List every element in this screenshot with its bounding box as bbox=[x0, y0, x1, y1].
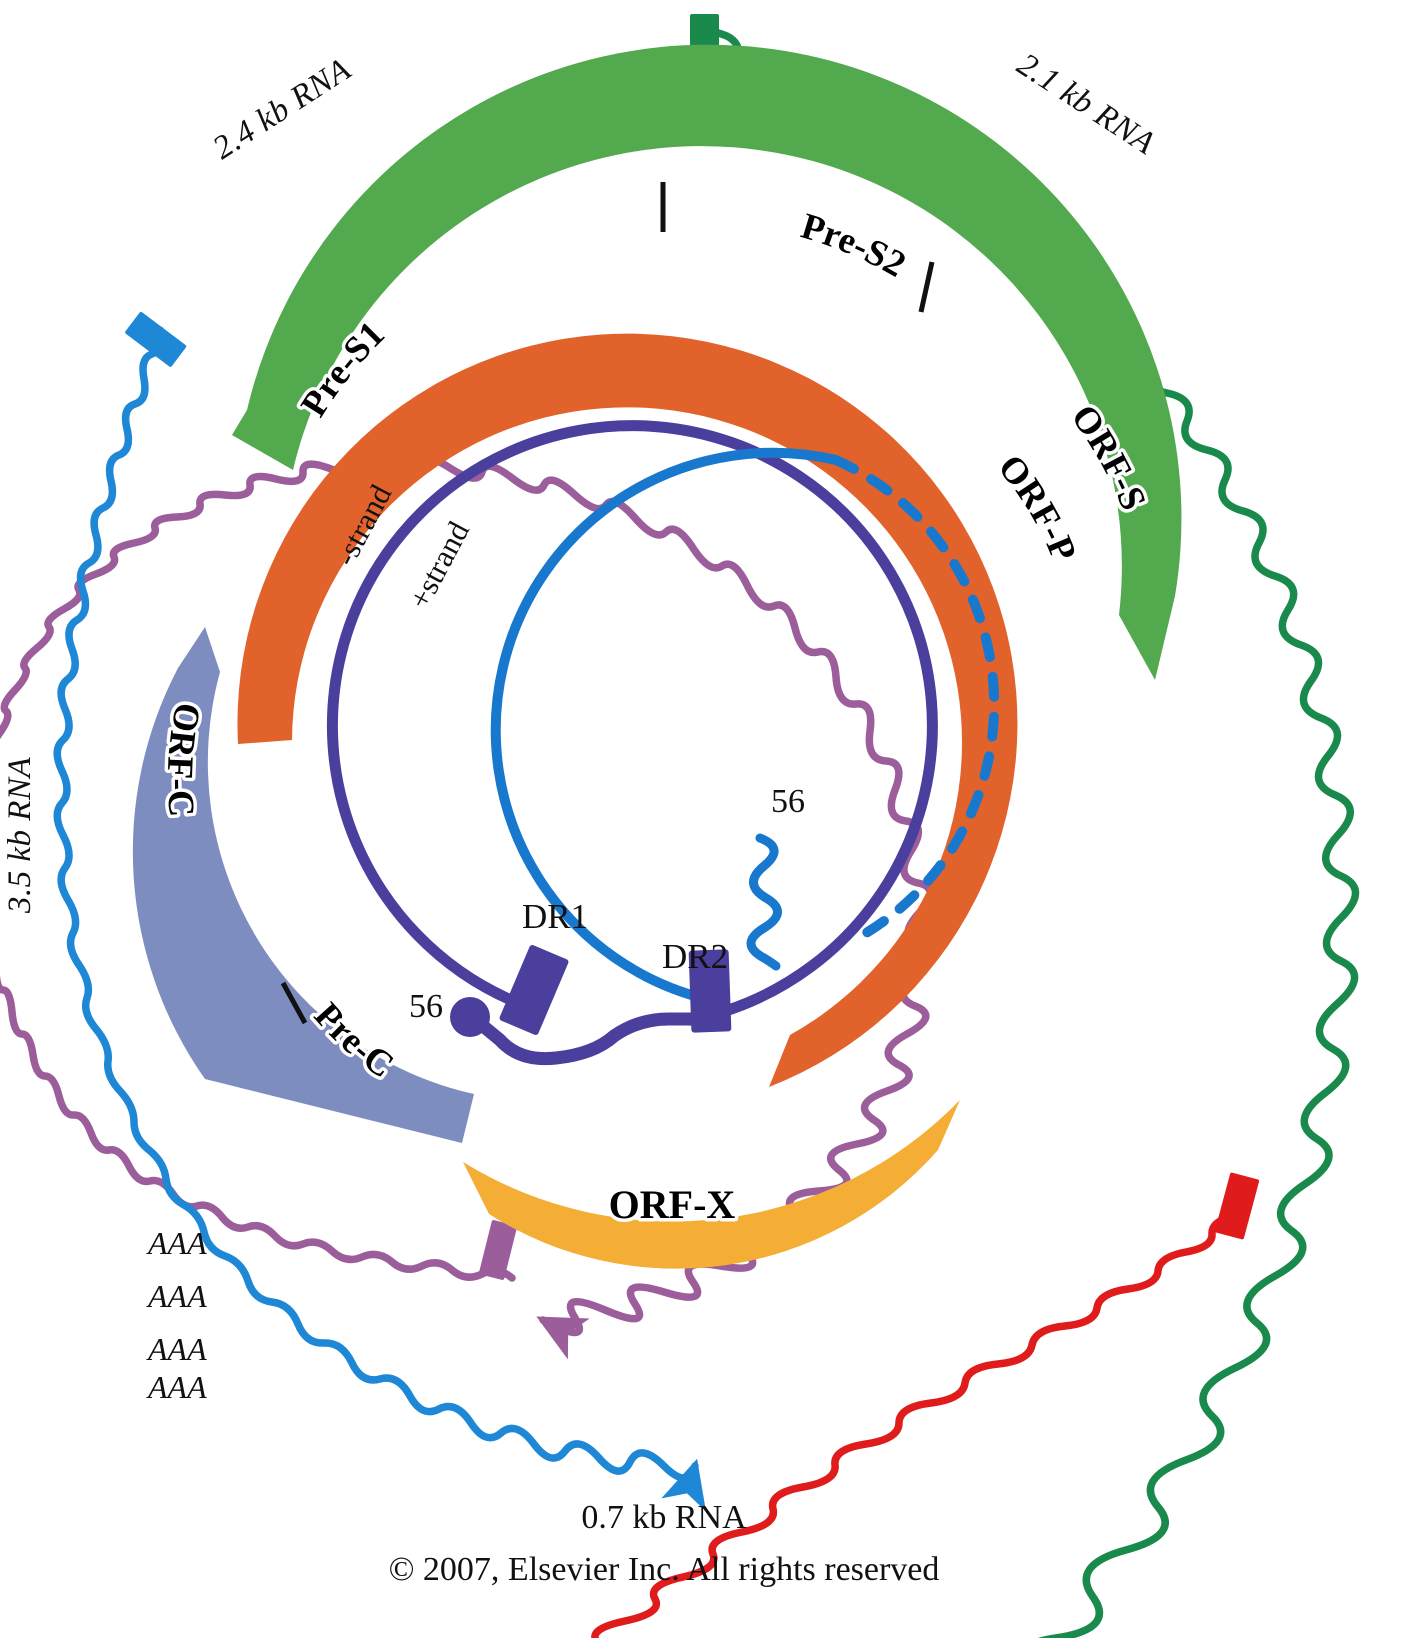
label-dr1: DR1 bbox=[522, 897, 588, 936]
label-dr2: DR2 bbox=[662, 937, 728, 976]
dr1-box bbox=[499, 944, 569, 1036]
rna-transcript-0.7kb bbox=[591, 1172, 1260, 1638]
genome-strand-layer bbox=[326, 420, 1000, 1066]
rna-3.5kb-cap bbox=[479, 1220, 517, 1280]
figure-caption: 0.7 kb RNA bbox=[581, 1499, 747, 1536]
plus-strand-dashed bbox=[831, 455, 1000, 945]
plus-strand-rna-primer bbox=[746, 833, 782, 971]
rna-transcript-2.4kb bbox=[53, 311, 706, 1512]
label-protein-56: 56 bbox=[409, 988, 443, 1025]
rna-transcript-3.5kb bbox=[0, 453, 937, 1360]
orf-x-band bbox=[463, 1100, 960, 1269]
dr2-box bbox=[688, 949, 732, 1033]
orf-arc-x bbox=[463, 1100, 960, 1269]
label-polya-2.4kb: AAA bbox=[146, 1278, 207, 1314]
label-primer-56: 56 bbox=[771, 783, 805, 820]
minus-strand bbox=[326, 420, 938, 1026]
label-polya-0.7kb: AAA bbox=[146, 1369, 207, 1405]
rna-2.4kb-wave bbox=[53, 326, 706, 1512]
orf-arc-layer bbox=[132, 44, 1182, 1269]
label-polya-3.5kb: AAA bbox=[146, 1225, 207, 1261]
minus-strand-tail bbox=[464, 1009, 727, 1066]
rna-0.7kb-cap bbox=[1214, 1172, 1260, 1240]
minus-strand-protein-56 bbox=[450, 997, 490, 1037]
rna-3.5kb-wave bbox=[0, 453, 937, 1360]
plus-strand-solid bbox=[490, 447, 841, 1005]
label-orf-x: ORF-X bbox=[609, 1182, 736, 1227]
label-polya-2.1kb: AAA bbox=[146, 1331, 207, 1367]
orf-s-tick-preS2-s bbox=[918, 261, 935, 313]
orf-s-band bbox=[232, 44, 1182, 680]
rna-2.4kb-cap bbox=[125, 311, 187, 367]
label-3.5kb-rna: 3.5 kb RNA bbox=[2, 757, 38, 915]
rna-0.7kb-wave bbox=[591, 1211, 1240, 1638]
copyright-notice: © 2007, Elsevier Inc. All rights reserve… bbox=[389, 1551, 940, 1588]
orf-arc-c bbox=[132, 627, 474, 1143]
orf-c-tick-preC bbox=[280, 981, 308, 1025]
orf-arc-s bbox=[232, 44, 1182, 680]
orf-c-band bbox=[132, 627, 474, 1143]
